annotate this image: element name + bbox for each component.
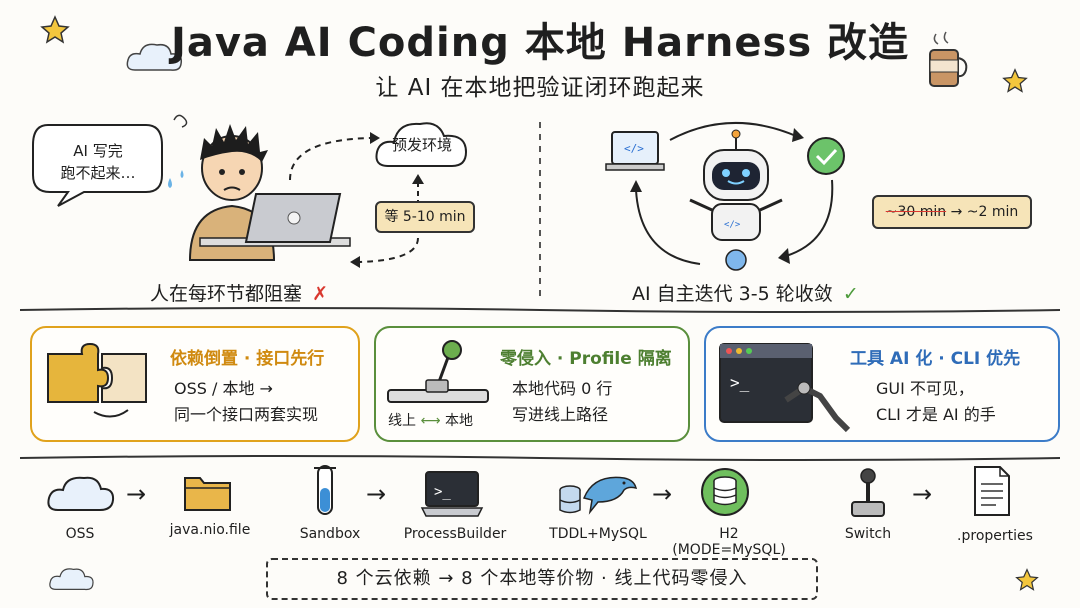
terminal-with-robot-hand-icon: >_ <box>719 343 851 433</box>
card-line: 同一个接口两套实现 <box>174 405 319 424</box>
check-icon: ✓ <box>842 283 859 305</box>
wait-time-badge: 等 5-10 min <box>375 201 475 233</box>
card-line: OSS / 本地 → <box>174 379 273 398</box>
footer-summary: 8 个云依赖 → 8 个本地等价物 · 线上代码零侵入 <box>266 558 818 600</box>
speech-bubble <box>32 124 163 207</box>
cloud-icon <box>49 568 94 591</box>
arrow-right-icon: → <box>366 480 387 508</box>
cloud-icon <box>47 476 115 511</box>
left-caption-text: 人在每环节都阻塞 <box>150 283 303 305</box>
coffee-cup-icon <box>929 31 968 87</box>
pre-release-cloud-icon <box>375 122 468 167</box>
svg-text:>_: >_ <box>730 373 750 392</box>
time-old: ~30 min <box>885 204 947 220</box>
right-caption: AI 自主迭代 3-5 轮收敛 ✓ <box>632 279 859 306</box>
right-caption-text: AI 自主迭代 3-5 轮收敛 <box>632 283 833 305</box>
joystick-icon <box>851 468 885 517</box>
arrow-right-icon: → <box>912 480 933 508</box>
star-icon <box>1015 568 1039 591</box>
arrow-right-icon: → <box>950 204 967 220</box>
speech-line: AI 写完 <box>73 142 123 160</box>
pre-release-label: 预发环境 <box>391 136 452 154</box>
section-divider <box>19 455 1061 461</box>
folder-icon <box>184 477 231 511</box>
flow-arrows <box>289 132 424 268</box>
arrow-right-icon: → <box>126 480 147 508</box>
toggle-labels: 线上 ⟷ 本地 <box>388 410 473 430</box>
flow-label: .properties <box>957 528 1033 544</box>
svg-text:>_: >_ <box>434 484 451 500</box>
flow-label: Sandbox <box>299 526 361 542</box>
flow-label: Switch <box>844 526 892 542</box>
star-icon <box>1002 68 1028 93</box>
left-caption: 人在每环节都阻塞 ✗ <box>150 279 328 306</box>
speech-bubble-text: AI 写完 跑不起来… <box>36 140 160 184</box>
svg-text:</>: </> <box>724 220 741 230</box>
section-divider <box>19 307 1061 313</box>
puzzle-pieces-icon <box>47 342 147 418</box>
flow-label: OSS <box>65 526 95 542</box>
flow-label: H2 (MODE=MySQL) <box>672 526 786 558</box>
toggle-left-label: 线上 <box>388 413 416 429</box>
dolphin-database-icon <box>559 476 638 515</box>
stressed-developer-illustration <box>168 114 351 261</box>
speech-line: 跑不起来… <box>60 164 136 182</box>
time-new: ~2 min <box>966 204 1019 220</box>
panel-divider <box>539 122 541 302</box>
database-icon <box>701 468 749 516</box>
test-tube-icon <box>314 465 336 515</box>
card-title: 依赖倒置 · 接口先行 <box>170 349 325 369</box>
terminal-icon: >_ <box>420 471 484 517</box>
document-icon <box>974 466 1010 516</box>
arrow-right-icon: → <box>652 480 673 508</box>
card-line: 本地代码 0 行 <box>512 379 613 398</box>
double-arrow-icon: ⟷ <box>420 413 445 429</box>
cross-icon: ✗ <box>312 283 328 305</box>
flow-label: java.nio.file <box>169 522 251 538</box>
svg-text:</>: </> <box>624 142 644 155</box>
page-title: Java AI Coding 本地 Harness 改造 <box>170 20 910 66</box>
flow-label: TDDL+MySQL <box>549 526 647 542</box>
card-title: 工具 AI 化 · CLI 优先 <box>850 349 1021 369</box>
toggle-switch-icon <box>387 340 489 403</box>
ai-iteration-loop-illustration: </> </> <box>605 122 845 271</box>
card-line: 写进线上路径 <box>512 405 609 424</box>
page-subtitle: 让 AI 在本地把验证闭环跑起来 <box>375 75 705 101</box>
card-line: GUI 不可见， <box>876 379 974 398</box>
time-comparison-badge: ~30 min → ~2 min <box>872 195 1032 229</box>
cloud-icon <box>126 43 183 71</box>
star-icon <box>40 15 70 44</box>
flow-label: ProcessBuilder <box>403 526 507 542</box>
card-title: 零侵入 · Profile 隔离 <box>500 349 672 369</box>
toggle-right-label: 本地 <box>444 413 473 429</box>
card-line: CLI 才是 AI 的手 <box>876 405 996 424</box>
